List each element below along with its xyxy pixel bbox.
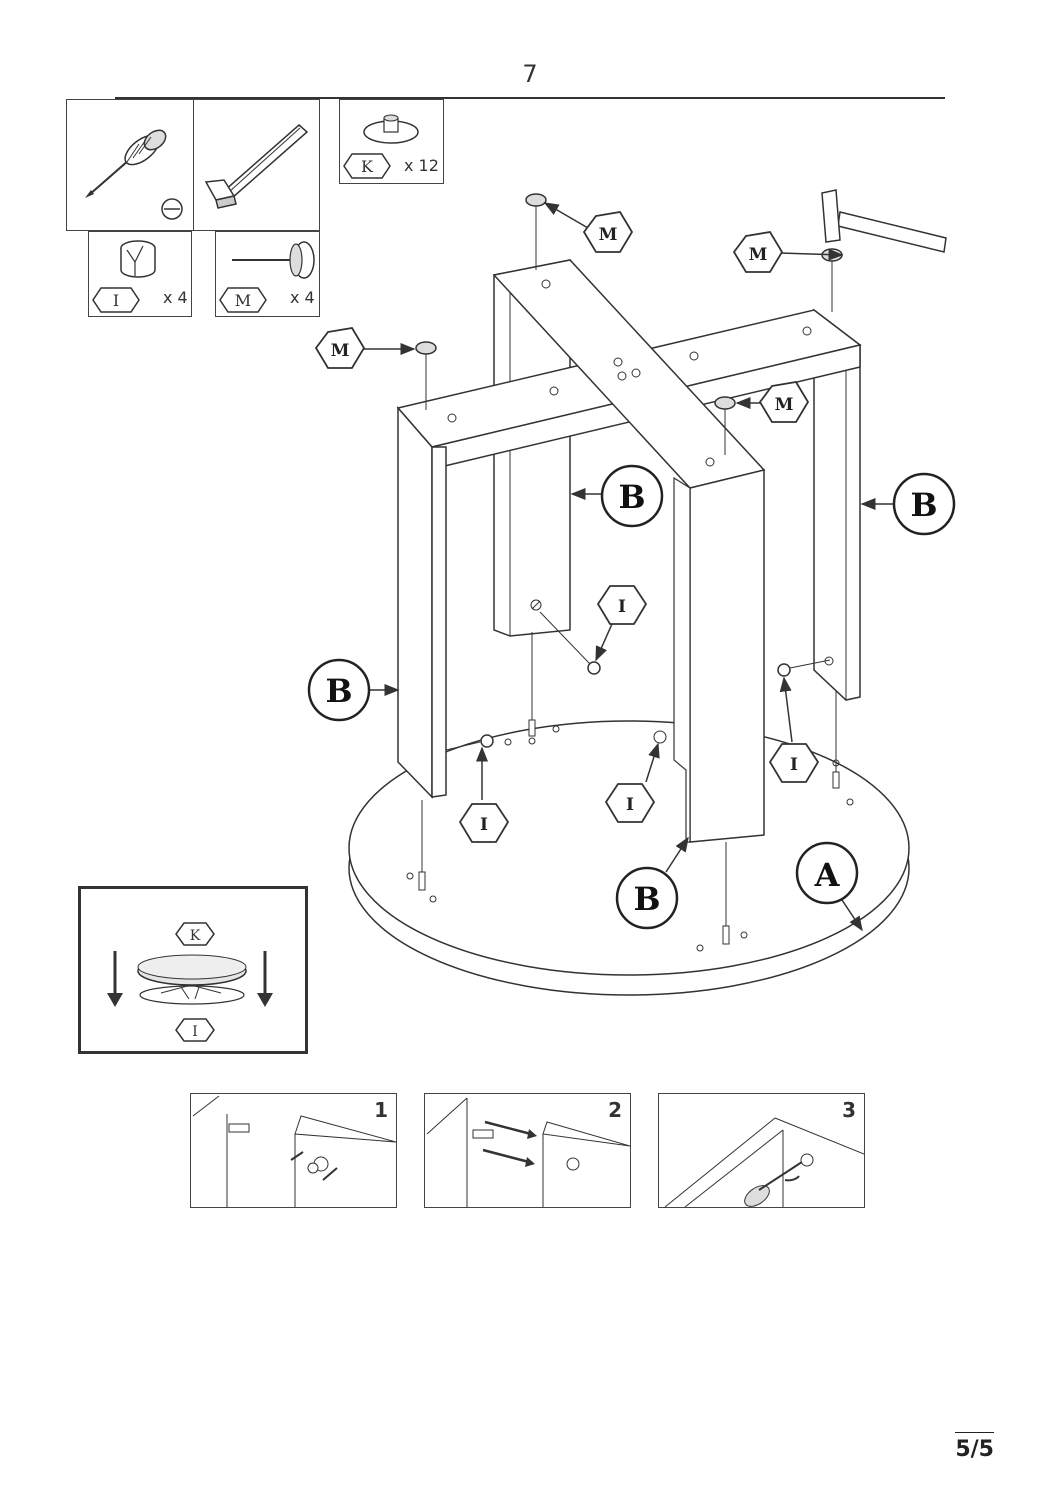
flathead-slot-icon	[161, 198, 183, 220]
svg-text:M: M	[775, 395, 794, 415]
page-number: 5/5	[955, 1432, 994, 1462]
label-a: A	[795, 841, 859, 905]
hardware-i-qty: x 4	[163, 288, 188, 307]
cam-lock-i-set	[480, 611, 831, 748]
glide-assembly-detail: K I	[107, 922, 273, 1042]
hardware-m-hex: M	[219, 287, 267, 313]
svg-text:I: I	[480, 815, 488, 835]
tool-box-screwdriver	[66, 99, 194, 231]
sub-step-2: 2	[424, 1093, 631, 1208]
leg-b-back	[493, 259, 571, 637]
sub-step-3-illustration	[664, 1117, 865, 1208]
callout-arrows	[362, 202, 894, 932]
hardware-m-label: M	[235, 291, 251, 310]
svg-text:M: M	[331, 341, 350, 361]
label-i-4: I	[458, 803, 510, 843]
leg-b-left	[397, 405, 481, 799]
hammer-icon	[204, 124, 309, 209]
hardware-k-qty: x 12	[404, 156, 439, 175]
svg-text:I: I	[618, 597, 626, 617]
sub-step-1-illustration	[192, 1095, 397, 1207]
screwdriver-icon	[85, 129, 167, 198]
svg-text:M: M	[749, 245, 768, 265]
leg-b-front	[653, 469, 765, 843]
hardware-m-qty: x 4	[290, 288, 315, 307]
nail-glide-icon	[232, 241, 315, 279]
label-b-1: B	[600, 464, 664, 528]
detail-bottom-label: I	[192, 1024, 198, 1040]
sub-step-2-number: 2	[608, 1098, 622, 1122]
hardware-k-box: K x 12	[339, 99, 444, 184]
hardware-i-hex: I	[92, 287, 140, 313]
cam-lock-icon	[120, 240, 156, 278]
tool-box-hammer	[193, 99, 320, 231]
svg-text:B: B	[325, 672, 352, 710]
sub-step-3-number: 3	[842, 1098, 856, 1122]
svg-text:B: B	[633, 880, 660, 918]
hammer-illustration	[821, 189, 947, 253]
hardware-k-hex: K	[343, 153, 391, 179]
step-number: 7	[522, 60, 538, 88]
label-m-1: M	[582, 211, 634, 253]
label-m-3: M	[314, 327, 366, 369]
assembly-diagram: M M M M I I I I B B B B	[307, 189, 956, 996]
hardware-i-label: I	[113, 291, 119, 310]
label-b-4: B	[615, 866, 679, 930]
sub-step-1-number: 1	[374, 1098, 388, 1122]
svg-text:B: B	[618, 478, 645, 516]
label-i-3: I	[604, 783, 656, 823]
detail-top-label: K	[190, 928, 201, 944]
hardware-k-label: K	[361, 157, 374, 176]
sub-step-1: 1	[190, 1093, 397, 1208]
glide-cap-icon	[363, 114, 419, 144]
label-i-2: I	[768, 743, 820, 783]
hardware-m-box: M x 4	[215, 231, 320, 317]
label-b-2: B	[892, 472, 956, 536]
dowel-set	[418, 632, 840, 945]
svg-text:M: M	[599, 225, 618, 245]
sub-step-2-illustration	[426, 1097, 631, 1207]
sub-step-3: 3	[658, 1093, 865, 1208]
svg-text:I: I	[626, 795, 634, 815]
label-i-1: I	[596, 585, 648, 625]
label-m-2: M	[732, 231, 784, 273]
detail-inset: K I	[78, 886, 308, 1054]
label-b-3: B	[307, 658, 371, 722]
svg-text:I: I	[790, 755, 798, 775]
label-m-4: M	[758, 381, 810, 423]
header-rule	[115, 97, 945, 99]
hardware-i-box: I x 4	[88, 231, 192, 317]
svg-text:A: A	[814, 856, 841, 894]
svg-text:B: B	[910, 486, 937, 524]
